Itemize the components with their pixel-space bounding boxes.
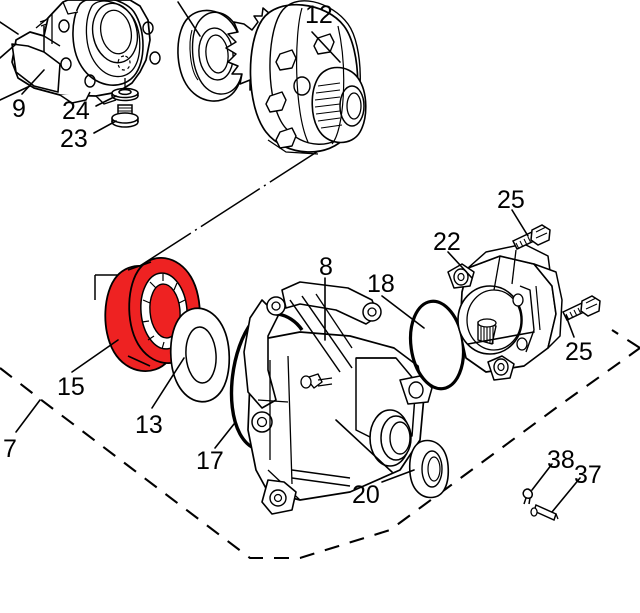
callout-25-lower[interactable]: 25 [565, 338, 593, 366]
assembly-group-boundary [0, 329, 640, 560]
bolt-lower-25 [561, 295, 601, 321]
callout-18[interactable]: 18 [367, 270, 395, 298]
callout-9[interactable]: 9 [12, 95, 26, 123]
callout-15[interactable]: 15 [57, 373, 85, 401]
bearing-upper [177, 9, 245, 102]
callout-25-upper[interactable]: 25 [497, 186, 525, 214]
circlip-38 [522, 488, 533, 505]
final-drive-gear-assembly-12 [225, 0, 367, 155]
callout-37[interactable]: 37 [574, 461, 602, 489]
callout-8[interactable]: 8 [319, 253, 333, 281]
callout-24[interactable]: 24 [62, 97, 90, 125]
pump-housing-8 [243, 281, 433, 515]
callout-38[interactable]: 38 [547, 446, 575, 474]
drain-washer-24 [111, 78, 139, 102]
callout-13[interactable]: 13 [135, 411, 163, 439]
drain-bolt-23 [111, 104, 139, 128]
oil-seal-20 [408, 439, 450, 499]
callout-12[interactable]: 12 [305, 1, 333, 29]
callout-23[interactable]: 23 [60, 125, 88, 153]
leader-lines [0, 1, 581, 513]
pump-drive-cover-22 [447, 243, 563, 381]
callout-17[interactable]: 17 [196, 447, 224, 475]
gear-case-housing [11, 0, 161, 105]
shim-ring-13 [169, 307, 231, 403]
callout-7[interactable]: 7 [3, 435, 17, 463]
bolt-upper-25 [511, 224, 551, 250]
dowel-pin-37 [530, 503, 559, 522]
callout-20[interactable]: 20 [352, 481, 380, 509]
callout-22[interactable]: 22 [433, 228, 461, 256]
